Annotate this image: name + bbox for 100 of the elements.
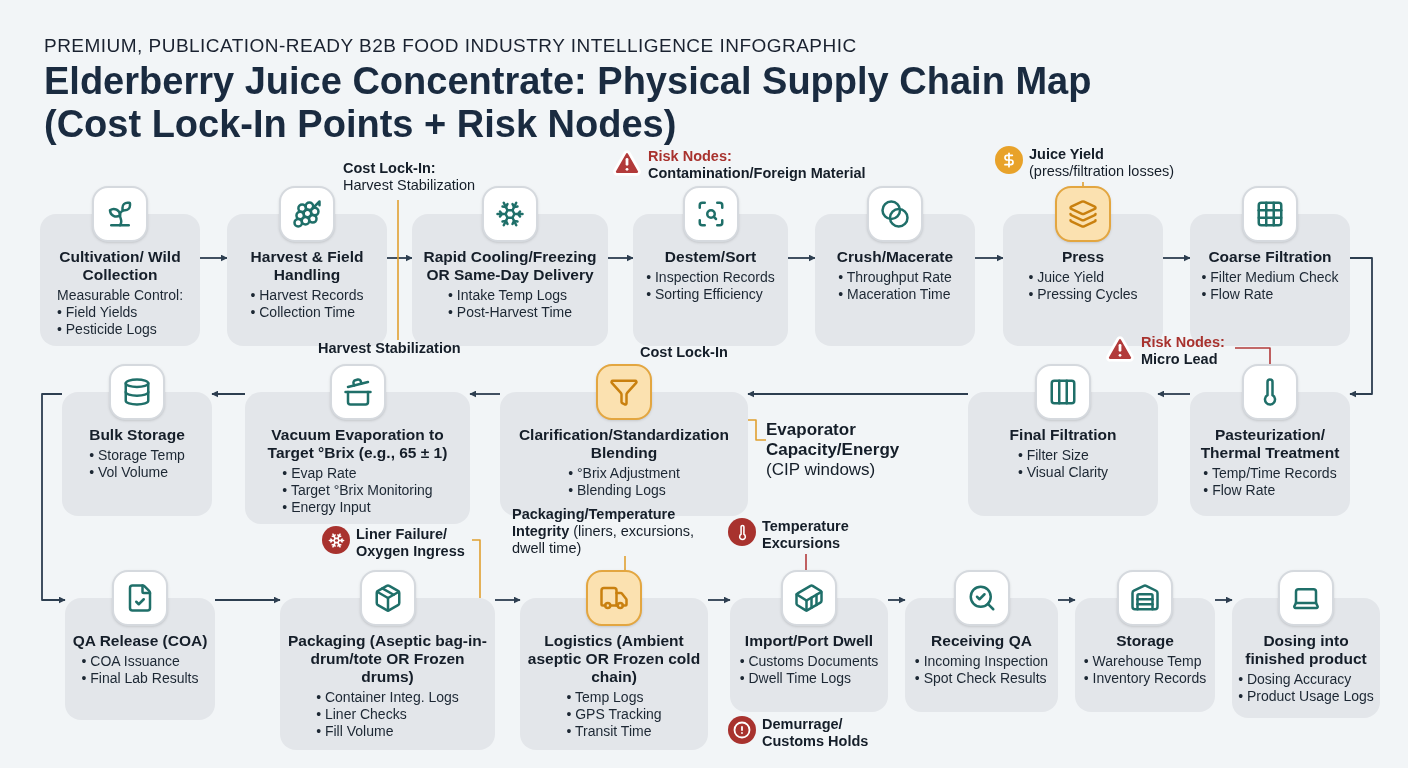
metric-item: • Storage Temp — [89, 447, 185, 464]
metric-item: Measurable Control: — [56, 287, 184, 304]
flow-arrow — [707, 596, 731, 604]
step-title: Destem/Sort — [664, 248, 757, 266]
metric-item: • Blending Logs — [568, 482, 666, 499]
metric-item: • Temp/Time Records — [1203, 465, 1337, 482]
step-title: Pasteurization/ Thermal Treatment — [1199, 426, 1341, 462]
callout-heading: Harvest Stabilization — [318, 340, 461, 357]
callout-heading: Risk Nodes: — [1141, 334, 1225, 351]
flow-arrow — [1162, 254, 1191, 262]
step-title: Packaging (Aseptic bag-in-drum/tote OR Frozen drums) — [287, 632, 488, 686]
step-title: Bulk Storage — [89, 426, 185, 444]
flow-arrow — [1057, 596, 1076, 604]
metric-item: • Intake Temp Logs — [448, 287, 568, 304]
metric-item: • Inspection Records — [646, 269, 775, 286]
metric-item: • Flow Rate — [1201, 286, 1274, 303]
flow-arrow — [211, 390, 246, 398]
metric-item: • Container Integ. Logs — [316, 689, 459, 706]
callout-text: Harvest Stabilization — [343, 177, 476, 194]
metric-item: • Collection Time — [250, 304, 355, 321]
flow-arrow — [974, 254, 1004, 262]
metric-item: • Evap Rate — [282, 465, 357, 482]
step-title: Vacuum Evaporation to Target °Brix (e.g., 65 ± 1) — [266, 426, 449, 462]
step-title: Cultivation/ Wild Collection — [58, 248, 182, 284]
step-title: Final Filtration — [1009, 426, 1117, 444]
metric-item: • Harvest Records — [250, 287, 364, 304]
leader-line — [397, 199, 399, 341]
metric-item: • Flow Rate — [1203, 482, 1276, 499]
metric-item: • Pressing Cycles — [1028, 286, 1138, 303]
metric-item: • Final Lab Results — [81, 670, 199, 687]
subtitle: PREMIUM, PUBLICATION-READY B2B FOOD INDUSTRY INTELLIGENCE INFOGRAPHIC — [44, 34, 858, 58]
callout-text: Contamination/Foreign Material — [648, 165, 866, 182]
metric-item: • Warehouse Temp — [1083, 653, 1202, 670]
flow-arrow — [787, 254, 816, 262]
flow-arrow — [607, 254, 634, 262]
flow-arrow — [469, 390, 501, 398]
flow-arrow — [1349, 257, 1373, 398]
metric-item: • Target °Brix Monitoring — [282, 482, 433, 499]
metric-item: • Pesticide Logs — [56, 321, 157, 338]
leader-line — [1082, 181, 1084, 187]
metric-item: • Energy Input — [282, 499, 371, 516]
callout-heading: Evaporator Capacity/Energy — [766, 420, 901, 460]
metric-item: • Visual Clarity — [1017, 464, 1109, 481]
metric-item: • COA Issuance — [81, 653, 180, 670]
callout-heading: Temperature Excursions — [762, 518, 850, 552]
metric-item: • Transit Time — [566, 723, 652, 740]
step-title: Clarification/Standardization Blending — [517, 426, 731, 462]
leader-line — [805, 553, 807, 571]
callout-heading: Demurrage/ Customs Holds — [762, 716, 870, 750]
leader-line — [747, 419, 767, 441]
metric-item: • Dwell Time Logs — [739, 670, 852, 687]
callout-text: Micro Lead — [1141, 351, 1219, 368]
metric-item: • Filter Medium Check — [1201, 269, 1339, 286]
step-title: Dosing into finished product — [1244, 632, 1368, 668]
callout-heading: Cost Lock-In: — [343, 160, 437, 177]
flow-arrow — [494, 596, 521, 604]
metric-item: • Dosing Accuracy — [1238, 671, 1352, 688]
leader-line — [471, 539, 481, 599]
step-title: Press — [1061, 248, 1105, 266]
metric-item: • Customs Documents — [739, 653, 879, 670]
metric-item: • Maceration Time — [838, 286, 951, 303]
metric-item: • Inventory Records — [1083, 670, 1207, 687]
step-title: Rapid Cooling/Freezing OR Same-Day Delivery — [422, 248, 598, 284]
callout-text: (press/filtration losses) — [1029, 163, 1175, 180]
step-title: Receiving QA — [931, 632, 1032, 650]
flow-arrow — [747, 390, 969, 398]
step-title: Import/Port Dwell — [744, 632, 874, 650]
metric-item: • Post-Harvest Time — [448, 304, 572, 321]
flow-arrow — [1157, 390, 1191, 398]
metric-item: • Product Usage Logs — [1238, 688, 1374, 705]
metric-item: • Throughput Rate — [838, 269, 952, 286]
step-title: QA Release (COA) — [72, 632, 208, 650]
metric-item: • GPS Tracking — [566, 706, 662, 723]
flow-arrow — [1214, 596, 1233, 604]
metric-item: • Incoming Inspection — [914, 653, 1049, 670]
metric-item: • °Brix Adjustment — [568, 465, 680, 482]
step-title: Harvest & Field Handling — [249, 248, 365, 284]
step-title: Crush/Macerate — [836, 248, 954, 266]
flow-arrow — [41, 393, 66, 604]
flow-arrow — [214, 596, 281, 604]
metric-item: • Sorting Efficiency — [646, 286, 763, 303]
leader-line — [1234, 347, 1271, 365]
step-title: Storage — [1116, 632, 1174, 650]
metric-item: • Fill Volume — [316, 723, 394, 740]
metric-item: • Liner Checks — [316, 706, 407, 723]
callout-heading: Cost Lock-In — [640, 344, 728, 361]
flow-arrow — [199, 254, 228, 262]
metric-item: • Filter Size — [1017, 447, 1089, 464]
title: Elderberry Juice Concentrate: Physical Supply Chain Map (Cost Lock-In Points + Risk Nodes) — [44, 60, 1093, 146]
callout-heading: Risk Nodes: — [648, 148, 733, 165]
callout-heading: Juice Yield — [1029, 146, 1105, 163]
metric-item: • Temp Logs — [566, 689, 644, 706]
step-title: Logistics (Ambient aseptic OR Frozen cold chain) — [526, 632, 702, 686]
metric-item: • Vol Volume — [89, 464, 168, 481]
metric-item: • Juice Yield — [1028, 269, 1105, 286]
flow-arrow — [887, 596, 906, 604]
metric-item: • Field Yields — [56, 304, 138, 321]
callout-heading: Packaging/Temperature Integrity (liners, excursions, dwell time) — [512, 506, 696, 557]
step-title: Coarse Filtration — [1208, 248, 1332, 266]
callout-text: (CIP windows) — [766, 460, 877, 480]
